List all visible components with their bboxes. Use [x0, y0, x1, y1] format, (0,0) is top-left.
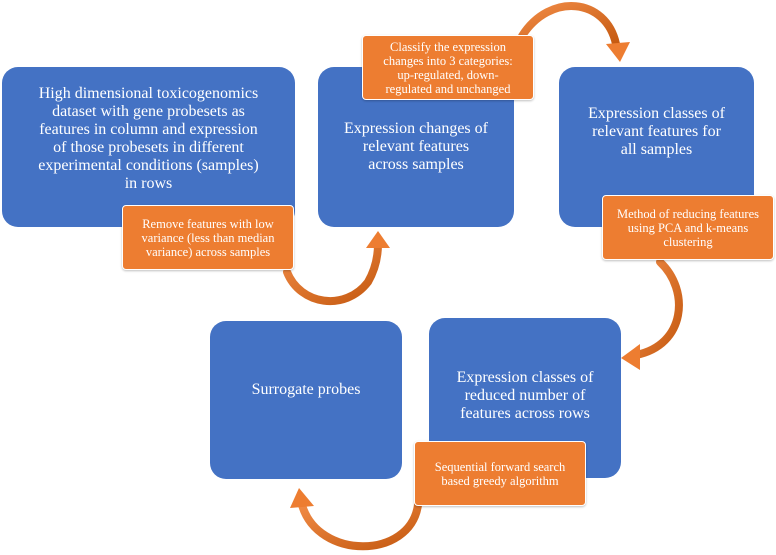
- surrogate-probes-box-text: Surrogate probes: [251, 381, 361, 398]
- reduce-features-note: Method of reducing features using PCA an…: [602, 195, 774, 260]
- arrow-dataset-to-changes: [283, 240, 382, 306]
- dataset-box: High dimensional toxicogenomics dataset …: [2, 67, 295, 227]
- expression-changes-box-text: Expression changes of relevant features …: [344, 120, 488, 173]
- forward-search-note: Sequential forward search based greedy a…: [414, 441, 586, 506]
- dataset-box-text: High dimensional toxicogenomics dataset …: [38, 85, 259, 192]
- arrow-head-classes-to-reduced: [621, 344, 640, 370]
- arrow-changes-to-classes: [518, 2, 620, 48]
- arrow-head-reduced-to-surrogate: [290, 488, 314, 508]
- arrow-reduced-to-surrogate: [298, 501, 422, 551]
- reduce-features-note-text: Method of reducing features using PCA an…: [617, 206, 759, 249]
- remove-features-note-text: Remove features with low variance (less …: [141, 216, 275, 259]
- classify-note: Classify the expression changes into 3 c…: [362, 35, 534, 100]
- classify-note-text: Classify the expression changes into 3 c…: [383, 39, 513, 96]
- arrow-classes-to-reduced: [632, 258, 683, 359]
- surrogate-probes-box: Surrogate probes: [210, 321, 402, 479]
- arrow-head-dataset-to-changes: [366, 231, 390, 248]
- expression-classes-all-box-text: Expression classes of relevant features …: [588, 105, 725, 158]
- arrow-head-changes-to-classes: [606, 42, 630, 62]
- remove-features-note: Remove features with low variance (less …: [122, 205, 294, 270]
- expression-classes-reduced-box-text: Expression classes of reduced number of …: [456, 369, 594, 422]
- forward-search-note-text: Sequential forward search based greedy a…: [434, 459, 566, 488]
